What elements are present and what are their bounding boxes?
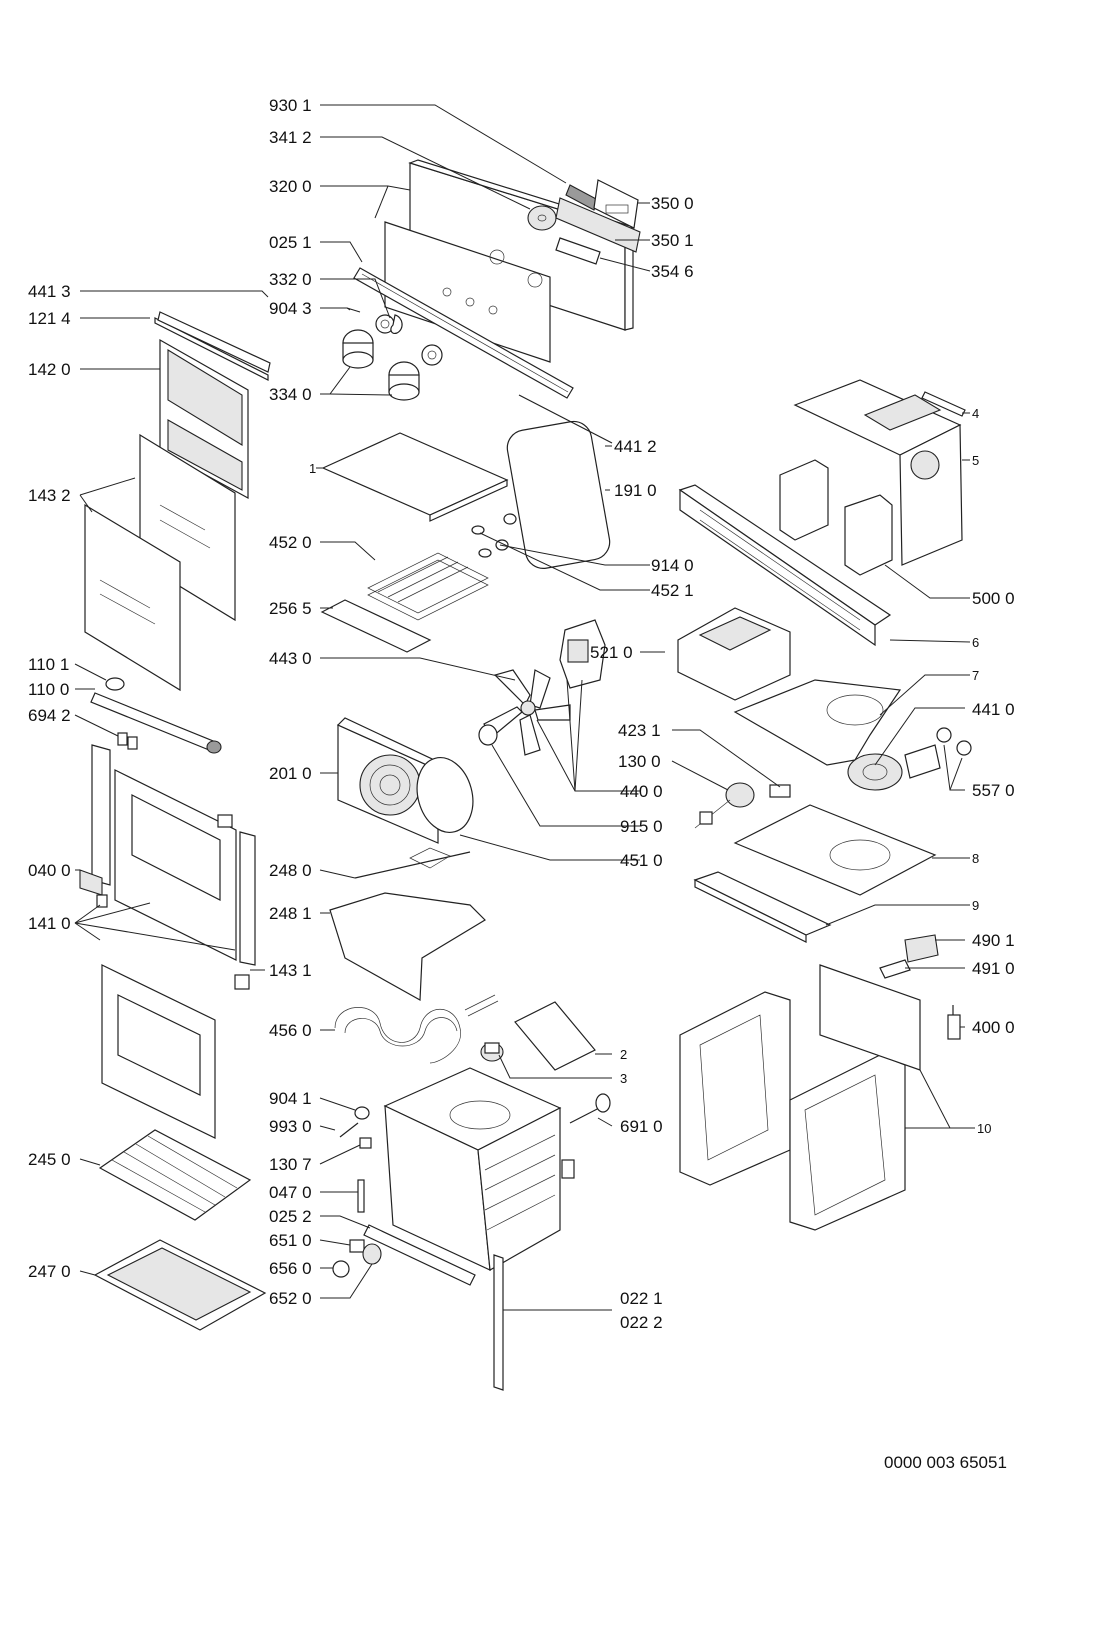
knob-parts [342, 314, 443, 401]
label-143-2: 143 2 [28, 486, 71, 505]
label-5: 5 [972, 453, 979, 468]
label-350-0: 350 0 [651, 194, 694, 213]
outer-door-glass-part [154, 311, 271, 500]
label-452-1: 452 1 [651, 581, 694, 600]
label-130-7: 130 7 [269, 1155, 312, 1174]
label-247-0: 247 0 [28, 1262, 71, 1281]
label-694-2: 694 2 [28, 706, 71, 725]
label-7: 7 [972, 668, 979, 683]
label-521-0: 521 0 [590, 643, 633, 662]
label-022-1: 022 1 [620, 1289, 663, 1308]
label-334-0: 334 0 [269, 385, 312, 404]
label-143-1: 143 1 [269, 961, 312, 980]
grill-element-part [320, 513, 517, 653]
label-915-0: 915 0 [620, 817, 663, 836]
lower-door-glass-part [101, 964, 216, 1139]
label-993-0: 993 0 [269, 1117, 312, 1136]
baking-tray-part [93, 1239, 267, 1331]
label-248-1: 248 1 [269, 904, 312, 923]
door-gasket-part [506, 394, 613, 569]
label-248-0: 248 0 [269, 861, 312, 880]
label-3: 3 [620, 1071, 627, 1086]
label-025-2: 025 2 [269, 1207, 312, 1226]
label-350-1: 350 1 [651, 231, 694, 250]
label-904-1: 904 1 [269, 1089, 312, 1108]
top-cover-part [321, 432, 509, 522]
label-491-0: 491 0 [972, 959, 1015, 978]
label-2: 2 [620, 1047, 627, 1062]
label-10: 10 [977, 1121, 991, 1136]
label-441-0: 441 0 [972, 700, 1015, 719]
label-441-2: 441 2 [614, 437, 657, 456]
front-frame-part [678, 484, 892, 647]
panel-rail-part [353, 267, 574, 399]
label-341-2: 341 2 [269, 128, 312, 147]
label-6: 6 [972, 635, 979, 650]
label-320-0: 320 0 [269, 177, 312, 196]
thermostat-part [694, 782, 791, 829]
label-130-0: 130 0 [618, 752, 661, 771]
label-201-0: 201 0 [269, 764, 312, 783]
label-691-0: 691 0 [620, 1117, 663, 1136]
label-656-0: 656 0 [269, 1259, 312, 1278]
label-904-3: 904 3 [269, 299, 312, 318]
fan-parts [478, 619, 606, 756]
label-141-0: 141 0 [28, 914, 71, 933]
label-4: 4 [972, 406, 979, 421]
turnspit-part [329, 847, 486, 1001]
control-electronics-parts [527, 179, 641, 265]
label-456-0: 456 0 [269, 1021, 312, 1040]
label-452-0: 452 0 [269, 533, 312, 552]
label-8: 8 [972, 851, 979, 866]
label-440-0: 440 0 [620, 782, 663, 801]
label-490-1: 490 1 [972, 931, 1015, 950]
part-number-labels: 930 1 341 2 320 0 350 0 350 1 025 1 354 … [28, 96, 1015, 1332]
label-651-0: 651 0 [269, 1231, 312, 1250]
ventilation-ducts-part [693, 679, 972, 943]
label-400-0: 400 0 [972, 1018, 1015, 1037]
label-557-0: 557 0 [972, 781, 1015, 800]
lower-heating-element-part [334, 994, 499, 1064]
glass-panes-part [84, 433, 236, 692]
label-025-1: 025 1 [269, 233, 312, 252]
rear-panel-part [793, 379, 966, 566]
label-354-6: 354 6 [651, 262, 694, 281]
label-914-0: 914 0 [651, 556, 694, 575]
label-110-1: 110 1 [28, 655, 69, 674]
label-1: 1 [309, 461, 316, 476]
label-9: 9 [972, 898, 979, 913]
label-332-0: 332 0 [269, 270, 312, 289]
label-256-5: 256 5 [269, 599, 312, 618]
label-022-2: 022 2 [620, 1313, 663, 1332]
label-047-0: 047 0 [269, 1183, 312, 1202]
inner-door-part [79, 744, 256, 990]
lamp-parts [480, 1001, 596, 1071]
label-245-0: 245 0 [28, 1150, 71, 1169]
label-500-0: 500 0 [972, 589, 1015, 608]
label-110-0: 110 0 [28, 680, 69, 699]
label-443-0: 443 0 [269, 649, 312, 668]
label-451-0: 451 0 [620, 851, 663, 870]
label-142-0: 142 0 [28, 360, 71, 379]
label-191-0: 191 0 [614, 481, 657, 500]
document-id: 0000 003 65051 [884, 1453, 1007, 1472]
label-423-1: 423 1 [618, 721, 661, 740]
oven-rack-part [98, 1129, 252, 1221]
electronic-boards-part [677, 459, 893, 701]
label-652-0: 652 0 [269, 1289, 312, 1308]
small-hardware-parts [332, 1093, 611, 1278]
outer-housing-part [679, 934, 961, 1231]
label-040-0: 040 0 [28, 861, 71, 880]
label-121-4: 121 4 [28, 309, 71, 328]
label-441-3: 441 3 [28, 282, 71, 301]
fan-cover-part [336, 717, 474, 844]
oven-cavity-part [363, 1067, 575, 1391]
hinge-parts [90, 677, 222, 754]
label-930-1: 930 1 [269, 96, 312, 115]
leader-lines [74, 104, 975, 1311]
